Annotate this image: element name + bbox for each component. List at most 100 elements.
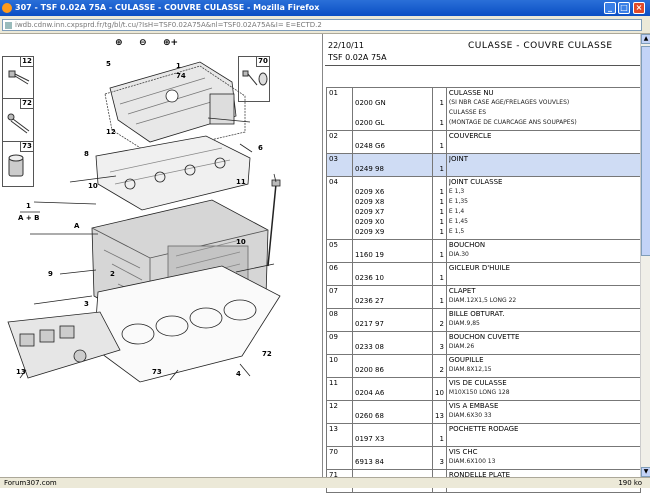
part-number [355,310,430,320]
ref-number: 12 [329,402,338,410]
part-detail: DIAM.6X30 33 [448,412,492,419]
callout-13[interactable]: 13 [16,368,26,376]
cell-ref: 70 [326,446,353,470]
part-detail [449,142,638,152]
callout-12[interactable]: 12 [106,128,116,136]
quantity: 1 [439,165,444,173]
cell-part-number: 0236 10 [352,262,433,286]
callout-9[interactable]: 9 [48,270,53,278]
zoom-out-icon[interactable]: ⊖ [139,38,147,48]
callout-1-top[interactable]: 1 [176,62,181,70]
zoom-fit-icon[interactable]: ⊕+ [163,38,179,48]
inset-bolt-72[interactable]: 72 [2,98,34,144]
part-name: JOINT CULASSE [448,178,503,186]
parts-frame: 22/10/11 TSF 0.02A 75A CULASSE - COUVRE … [322,34,650,493]
cell-ref: 01 [326,87,353,131]
quantity [435,287,444,297]
part-number: 0249 98 [355,165,384,173]
cell-ref: 09 [326,331,353,355]
callout-5[interactable]: 5 [106,60,111,68]
vertical-scrollbar[interactable]: ▲ ▼ [640,34,650,477]
maximize-button[interactable]: □ [618,2,630,14]
quantity [435,402,444,412]
url-field[interactable]: iwdb.cdnw.inn.cxpsprd.fr/tg/bl/t.cu/?IsH… [2,19,642,31]
ref-number: 01 [329,89,338,97]
scroll-up-arrow-icon[interactable]: ▲ [641,34,650,44]
callout-6[interactable]: 6 [258,144,263,152]
inset-plug-73[interactable]: 73 [2,141,34,187]
cell-ref: 12 [326,400,353,424]
part-number [355,379,430,389]
quantity: 1 [439,99,444,107]
callout-11[interactable]: 11 [236,178,246,186]
part-detail: DIAM.12X1,5 LONG 22 [448,297,517,304]
callout-8[interactable]: 8 [84,150,89,158]
part-detail: CULASSE ES [448,109,487,116]
minimize-button[interactable]: _ [604,2,616,14]
scroll-down-arrow-icon[interactable]: ▼ [641,467,650,477]
cylinder-head-diagram [7,61,281,383]
part-detail [449,165,638,175]
quantity: 13 [435,412,444,420]
callout-4[interactable]: 4 [236,370,241,378]
cell-quantity: 10 [432,377,447,401]
part-detail: E 1,5 [448,228,465,235]
quantity: 1 [439,142,444,150]
callout-1-marker[interactable]: 1 [26,202,31,210]
callout-A-plus-B[interactable]: A + B [18,214,40,222]
quantity: 2 [439,320,444,328]
callout-A[interactable]: A [74,222,80,230]
callout-3[interactable]: 3 [84,300,89,308]
cell-part-number: 0248 G6 [352,130,433,154]
cell-quantity: 3 [432,446,447,470]
quantity [435,379,444,389]
quantity [435,109,444,119]
plug-icon [8,154,24,177]
callout-10-a[interactable]: 10 [88,182,98,190]
cell-ref: 04 [326,176,353,240]
callout-74[interactable]: 74 [176,72,186,80]
part-detail: DIAM.26 [448,343,475,350]
cell-ref: 07 [326,285,353,309]
cell-part-number: 6913 84 [352,446,433,470]
inset-number: 73 [20,142,33,152]
ref-number: 70 [329,448,338,456]
ref-number: 03 [329,155,338,163]
inset-bolt-12[interactable]: 12 [2,56,34,102]
scroll-thumb[interactable] [641,46,650,256]
inset-screw-70[interactable]: 70 [238,56,270,102]
quantity: 10 [435,389,444,397]
callout-72[interactable]: 72 [262,350,272,358]
callout-73[interactable]: 73 [152,368,162,376]
cell-ref: 06 [326,262,353,286]
callout-10-b[interactable]: 10 [236,238,246,246]
cell-ref: 08 [326,308,353,332]
address-bar: iwdb.cdnw.inn.cxpsprd.fr/tg/bl/t.cu/?IsH… [0,16,650,34]
close-button[interactable]: × [633,2,645,14]
callout-2[interactable]: 2 [110,270,115,278]
status-size: 190 ko [618,479,642,487]
quantity [435,333,444,343]
part-number [355,425,430,435]
part-number: 0200 GL [355,119,385,127]
zoom-in-icon[interactable]: ⊕ [115,38,123,48]
quantity: 3 [439,343,444,351]
part-detail [449,274,638,284]
part-detail [449,435,638,445]
